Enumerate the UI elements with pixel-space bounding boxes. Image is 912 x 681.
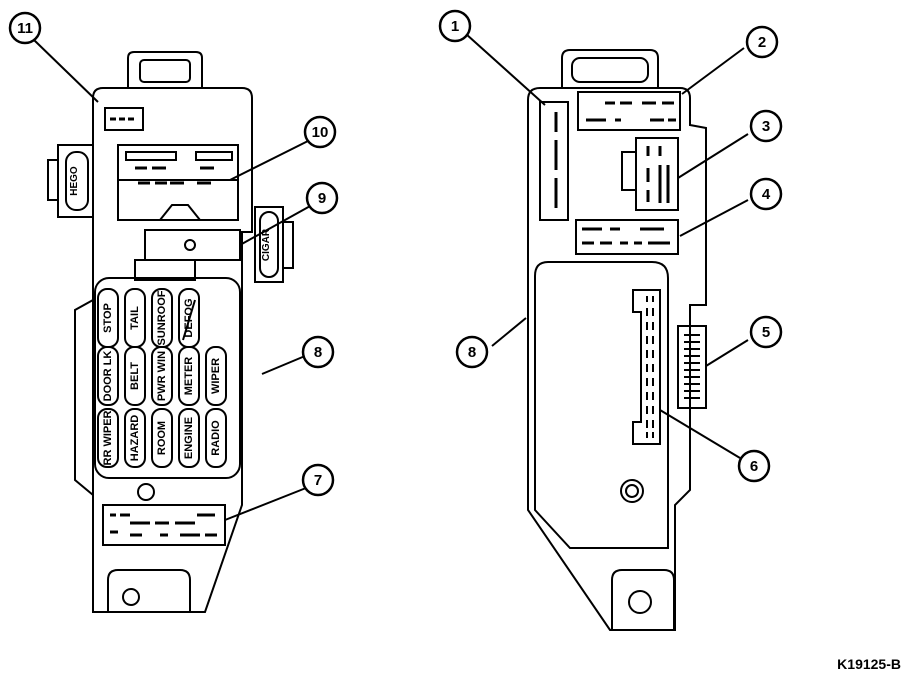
hego-label: HEGO	[69, 166, 80, 196]
cigar-connector: CIGAR	[254, 206, 294, 283]
callout-c1: 1	[438, 9, 472, 43]
callout-number: 10	[312, 124, 329, 141]
callout-number: 6	[750, 458, 758, 475]
fuse-pwr-win: PWR WIN	[151, 346, 173, 406]
callout-number: 5	[762, 324, 770, 341]
fuse-label: WIPER	[210, 358, 222, 394]
fuse-label: RADIO	[210, 420, 222, 456]
fuse-label: RR WIPER	[102, 410, 114, 465]
fuse-label: ENGINE	[183, 417, 195, 459]
fuse-wiper: WIPER	[205, 346, 227, 406]
callout-c8-left: 8	[301, 335, 335, 369]
callout-c3: 3	[749, 109, 783, 143]
callout-number: 2	[758, 34, 766, 51]
callout-number: 1	[451, 18, 459, 35]
fuse-label: STOP	[102, 303, 114, 333]
fuse-rr-wiper: RR WIPER	[97, 408, 119, 468]
callout-c5: 5	[749, 315, 783, 349]
fuse-hazard: HAZARD	[124, 408, 146, 468]
fuse-block	[94, 277, 241, 479]
cigar-label: CIGAR	[261, 228, 272, 261]
fuse-label: BELT	[129, 362, 141, 390]
fuse-room: ROOM	[151, 408, 173, 468]
fuse-label: SUNROOF	[156, 290, 168, 345]
hego-connector: HEGO	[47, 144, 94, 218]
callout-c7: 7	[301, 463, 335, 497]
fuse-label: METER	[183, 357, 195, 396]
callout-c11: 11	[8, 11, 42, 45]
callout-c10: 10	[303, 115, 337, 149]
fuse-label: HAZARD	[129, 415, 141, 461]
fuse-label: PWR WIN	[156, 351, 168, 401]
fuse-label: DOOR LK	[102, 351, 114, 402]
callout-number: 3	[762, 118, 770, 135]
callout-c8-right: 8	[455, 335, 489, 369]
fuse-radio: RADIO	[205, 408, 227, 468]
callout-number: 4	[762, 186, 771, 203]
fuse-meter: METER	[178, 346, 200, 406]
callout-c4: 4	[749, 177, 783, 211]
callout-c9: 9	[305, 181, 339, 215]
figure-id: K19125-B	[837, 656, 901, 672]
callout-number: 8	[468, 344, 476, 361]
callout-leaders	[33, 33, 749, 521]
callout-number: 11	[17, 20, 33, 37]
fuse-belt: BELT	[124, 346, 146, 406]
callout-c2: 2	[745, 25, 779, 59]
fuse-label: TAIL	[129, 306, 141, 330]
fuse-label: ROOM	[156, 421, 168, 455]
fuse-stop: STOP	[97, 288, 119, 348]
fuse-sunroof: SUNROOF	[151, 288, 173, 348]
callout-number: 9	[318, 190, 326, 207]
fuse-door-lk: DOOR LK	[97, 346, 119, 406]
rear-view	[527, 49, 707, 631]
callouts: 11 10 9 8 7 1 2 3 4 5 6 8	[8, 9, 783, 497]
callout-number: 7	[314, 472, 322, 489]
callout-number: 8	[314, 344, 322, 361]
fuse-tail: TAIL	[124, 288, 146, 348]
callout-c6: 6	[737, 449, 771, 483]
fuse-strap-mark	[182, 299, 196, 341]
fuse-engine: ENGINE	[178, 408, 200, 468]
